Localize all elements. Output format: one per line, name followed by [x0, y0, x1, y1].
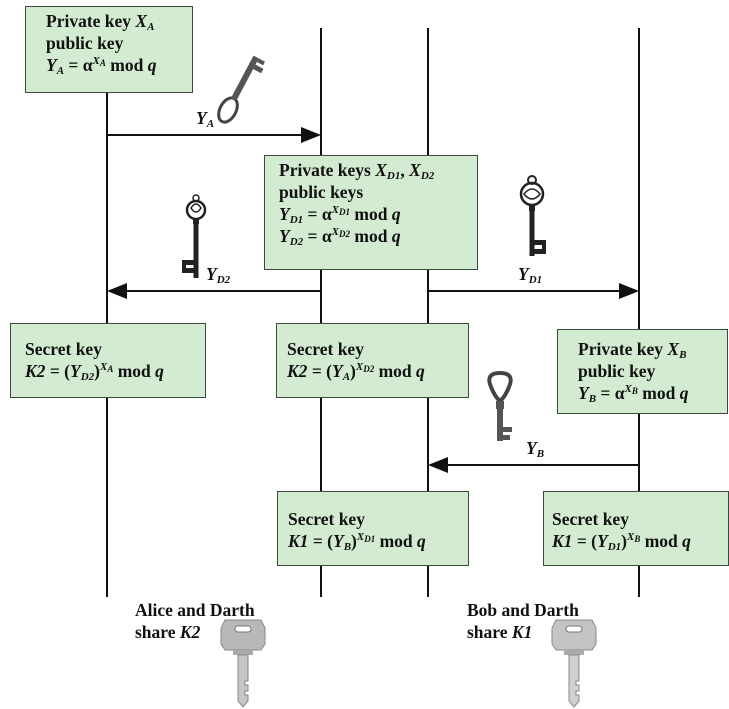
share-right-line2: share K1 — [467, 621, 579, 643]
ornate-key-icon — [521, 176, 546, 256]
bob-secret-formula: K1 = (YD1)XB mod q — [552, 530, 722, 552]
label-yb: YB — [526, 438, 544, 459]
darth-public-formula-2: YD2 = αXD2 mod q — [279, 225, 471, 247]
alice-private-line: Private key XA — [46, 10, 186, 32]
ornate-key-icon — [182, 195, 205, 278]
share-left-line2: share K2 — [135, 621, 255, 643]
share-caption-left: Alice and Darth share K2 — [135, 599, 255, 643]
darth-public-label: public keys — [279, 181, 471, 203]
bob-private-line: Private key XB — [578, 338, 721, 360]
label-yd1: YD1 — [518, 264, 542, 285]
alice-secret-label: Secret key — [25, 338, 199, 360]
bob-secret-label: Secret key — [552, 508, 722, 530]
share-left-line1: Alice and Darth — [135, 599, 255, 621]
old-key-icon — [489, 373, 512, 441]
alice-public-label: public key — [46, 32, 186, 54]
bob-secret-key-box: Secret key K1 = (YD1)XB mod q — [543, 491, 729, 566]
bob-public-label: public key — [578, 360, 721, 382]
share-caption-right: Bob and Darth share K1 — [467, 599, 579, 643]
alice-secret-formula: K2 = (YD2)XA mod q — [25, 360, 199, 382]
darth-public-formula-1: YD1 = αXD1 mod q — [279, 203, 471, 225]
alice-secret-key-box: Secret key K2 = (YD2)XA mod q — [10, 323, 206, 398]
darth-k1-formula: K1 = (YB)XD1 mod q — [288, 530, 462, 552]
share-right-line1: Bob and Darth — [467, 599, 579, 621]
old-key-icon — [215, 53, 267, 127]
darth-k2-formula: K2 = (YA)XD2 mod q — [287, 360, 462, 382]
darth-k2-label: Secret key — [287, 338, 462, 360]
darth-private-line: Private keys XD1, XD2 — [279, 159, 471, 181]
alice-public-formula: YA = αXA mod q — [46, 54, 186, 76]
label-ya: YA — [196, 108, 214, 129]
alice-private-key-box: Private key XA public key YA = αXA mod q — [25, 6, 193, 93]
bob-private-key-box: Private key XB public key YB = αXB mod q — [557, 329, 728, 414]
bob-public-formula: YB = αXB mod q — [578, 382, 721, 404]
darth-k1-label: Secret key — [288, 508, 462, 530]
darth-private-keys-box: Private keys XD1, XD2 public keys YD1 = … — [264, 155, 478, 270]
label-yd2: YD2 — [206, 264, 230, 285]
darth-secret-k2-box: Secret key K2 = (YA)XD2 mod q — [276, 323, 469, 398]
darth-secret-k1-box: Secret key K1 = (YB)XD1 mod q — [277, 491, 469, 566]
